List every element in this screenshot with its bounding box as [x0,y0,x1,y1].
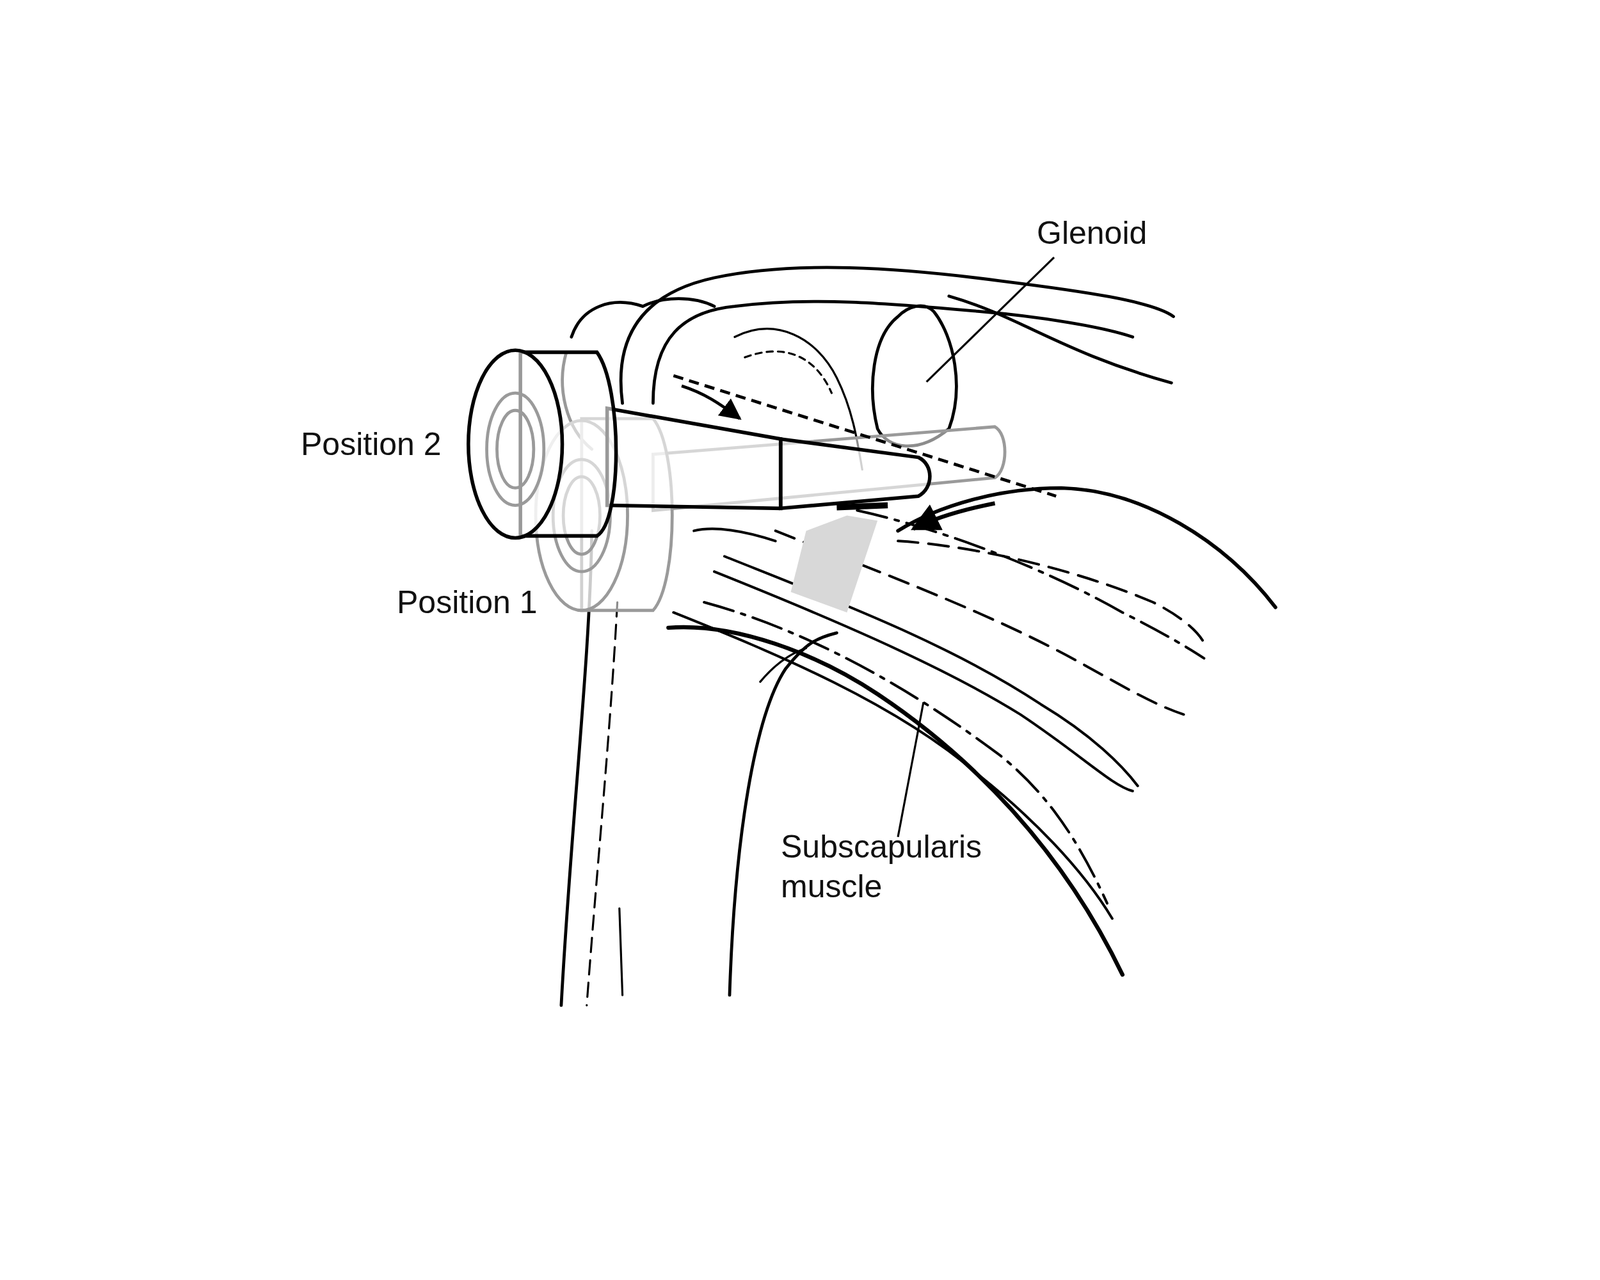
motion-arrow [913,503,996,529]
leader-line [926,257,1055,383]
position-label: Position 1 [396,582,538,623]
end-ring [496,410,534,488]
scapula-top [949,296,1172,384]
structure-label: Glenoid [1036,213,1147,253]
muscle-label: Subscapularis muscle [780,826,1024,907]
acromion-arch-inner [652,301,1133,404]
muscle-fiber [856,510,1204,659]
acromion-tip [571,298,715,338]
shadow [791,515,879,612]
shaft [607,408,781,509]
muscle-fiber [693,528,776,541]
bone-outlines [561,267,1174,1006]
muscle-fiber [714,571,1133,792]
trajectory-line [673,375,1056,496]
instrument-position-2 [468,350,930,538]
humerus-mark [619,908,623,996]
tip-shadow [836,505,888,508]
glenoid-rim [872,305,957,447]
muscle-upper-edge [897,487,1276,608]
muscle-lower-edge [668,627,1123,975]
leader-line [897,702,924,837]
muscle-fiber [673,612,1113,919]
humerus-right [729,632,837,996]
end-cap [468,350,563,538]
motion-arrow [681,385,740,419]
muscle-fiber [724,556,1138,786]
end-ring [487,392,544,505]
muscle-fiber [897,540,1204,643]
acromion-arch [620,267,1174,404]
position-label: Position 2 [300,424,442,464]
humerus-left-inner [586,602,618,1006]
subscapularis-fibers [668,487,1276,975]
glenoid-face-2 [744,351,832,393]
